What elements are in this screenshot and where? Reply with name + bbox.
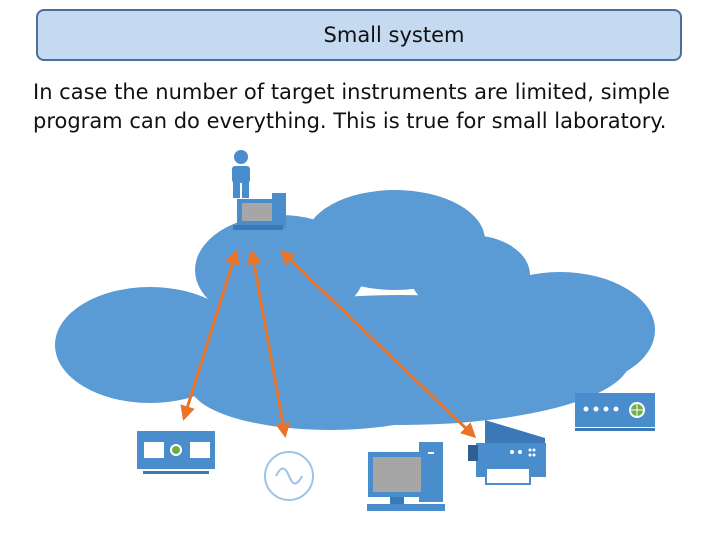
workstation-icon [233,193,286,230]
arrow-to-oscilloscope [246,249,291,438]
arrow-to-console [180,249,240,421]
oscilloscope-icon [264,451,314,501]
printer-icon [468,420,546,485]
network-cloud-icon [55,190,655,430]
slide-title: Small system [323,23,465,47]
instrument-console-icon [137,431,215,474]
title-box: Small system [36,9,682,61]
rack-instrument-icon [575,393,655,431]
connection-arrows [180,249,477,439]
arrow-to-printer [279,249,477,439]
slide-description: In case the number of target instruments… [33,80,670,133]
desktop-computer-icon [367,442,445,511]
user-icon [232,150,250,198]
